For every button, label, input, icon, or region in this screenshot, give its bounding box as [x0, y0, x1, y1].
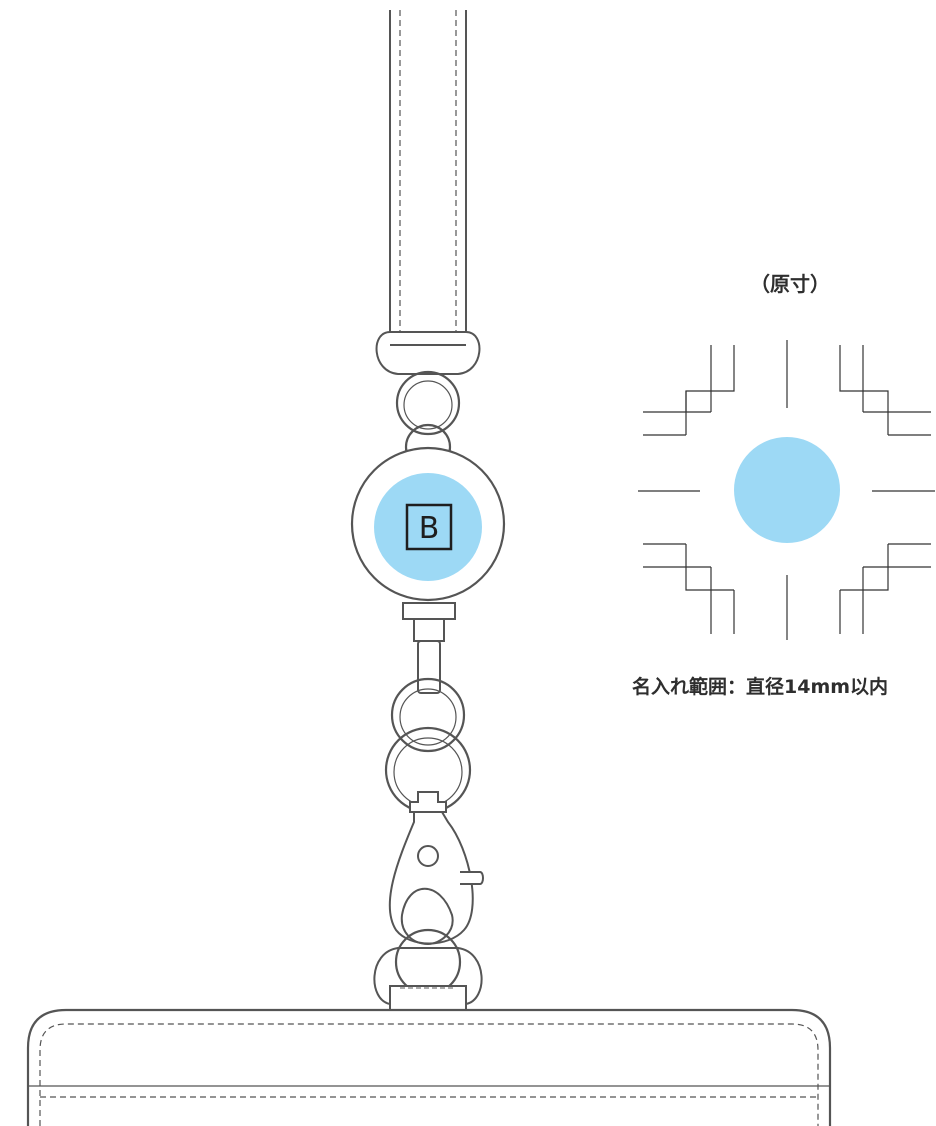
upper-split-ring-inner [403, 380, 453, 430]
reel-body: B [350, 446, 506, 602]
logo-letter: B [419, 511, 440, 546]
lower-split-ring-1-inner [399, 688, 457, 746]
top-d-ring [375, 331, 481, 375]
actual-size-imprint-circle [734, 437, 840, 543]
lower-split-ring-1 [390, 677, 466, 753]
actual-size-diagram [638, 340, 935, 640]
imprint-area [374, 473, 482, 581]
swivel-hook [388, 791, 484, 946]
logo-box [405, 503, 453, 551]
upper-split-ring [395, 370, 461, 436]
badge-tab [389, 985, 467, 1013]
scale-label: （原寸） [750, 272, 830, 296]
badge-holder [26, 1008, 832, 1126]
imprint-area-label: 名入れ範囲：直径14mm以内 [632, 676, 889, 698]
lanyard-strap [389, 10, 467, 345]
